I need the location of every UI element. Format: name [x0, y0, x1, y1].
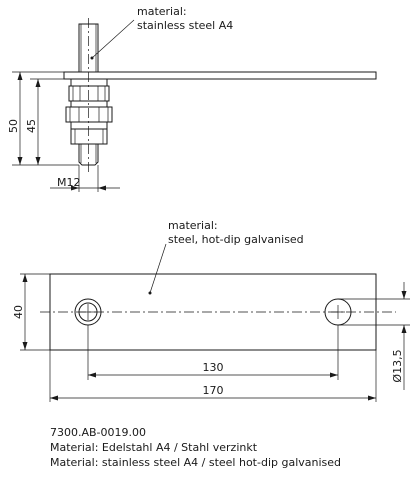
washer-mid: [70, 100, 108, 108]
plan-callout-line1: material:: [168, 219, 218, 232]
plan-callout-line2: steel, hot-dip galvanised: [168, 233, 304, 246]
dim-label-diameter: Ø13,5: [391, 349, 404, 382]
side-callout-line1: material:: [137, 5, 187, 18]
plan-leader: [149, 243, 167, 294]
nut-1: [68, 85, 110, 102]
side-callout-line2: stainless steel A4: [137, 19, 233, 32]
side-leader: [91, 19, 135, 59]
nut-2: [65, 106, 113, 123]
side-view: [12, 18, 377, 192]
stud-lower: [78, 144, 99, 166]
plan-view: [20, 243, 410, 402]
part-number: 7300.AB-0019.00: [50, 426, 147, 439]
dim-label-50: 50: [7, 119, 20, 133]
dim-label-m12: M12: [57, 176, 81, 189]
plate-side: [63, 71, 377, 80]
nut-3: [70, 128, 108, 145]
material-note-en: Material: stainless steel A4 / steel hot…: [50, 456, 342, 469]
dim-label-40: 40: [12, 305, 25, 319]
washer-top: [70, 78, 108, 87]
washer-bottom: [70, 121, 108, 130]
stud-top: [78, 302, 98, 322]
dim-label-45: 45: [25, 119, 38, 133]
material-note-de: Material: Edelstahl A4 / Stahl verzinkt: [50, 441, 258, 454]
dim-label-130: 130: [203, 361, 224, 374]
dim-label-170: 170: [203, 384, 224, 397]
